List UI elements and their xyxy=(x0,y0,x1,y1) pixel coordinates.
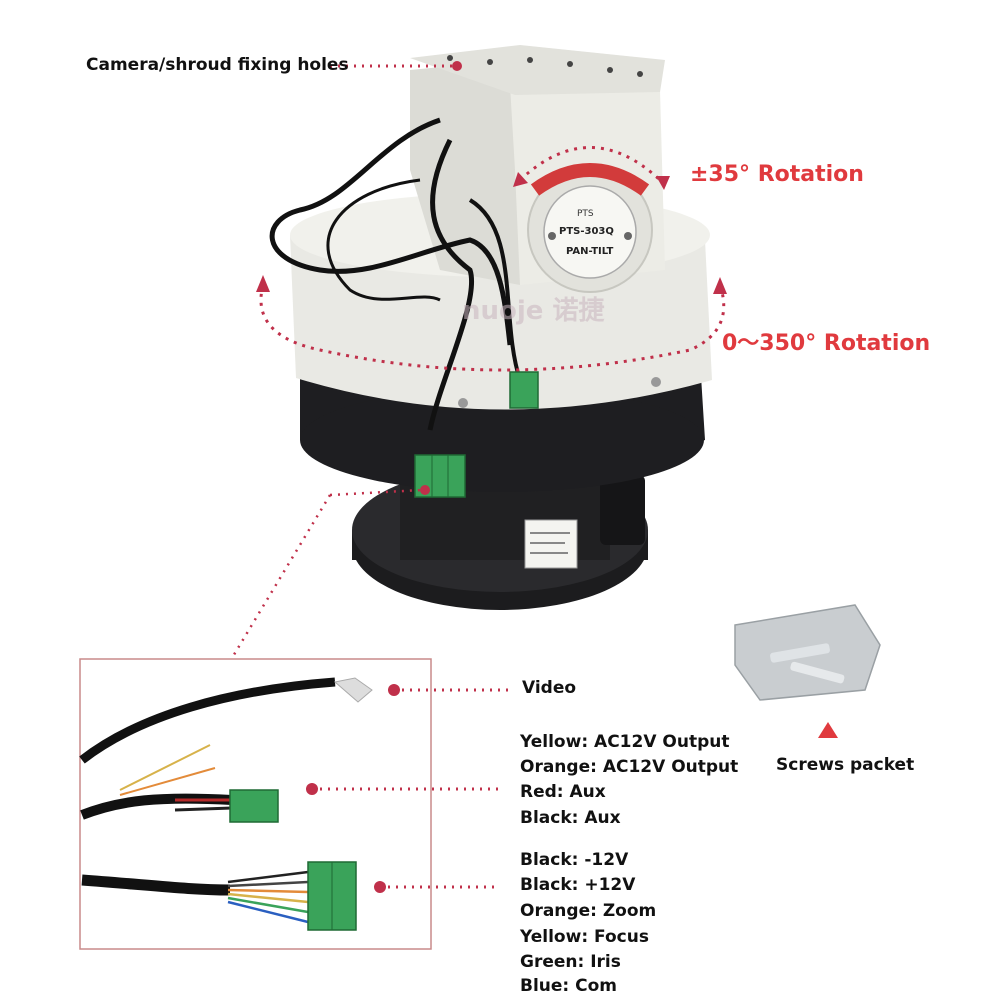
screws-packet-label: Screws packet xyxy=(776,755,915,775)
aux-wire-item: Black: Aux xyxy=(520,808,621,828)
video-label: Video xyxy=(522,678,577,698)
aux-wire-item: Orange: AC12V Output xyxy=(520,757,739,777)
control-cable xyxy=(81,874,231,896)
pan-rotation-arc xyxy=(259,284,726,372)
fixing-holes-label: Camera/shroud fixing holes xyxy=(86,55,349,75)
control-wire-item: Green: Iris xyxy=(520,952,621,972)
aux-terminal xyxy=(509,371,539,409)
control-wire-item: Black: +12V xyxy=(520,875,636,895)
pan-rotation-label: 0～350° Rotation xyxy=(722,331,931,356)
inset-aux-terminal xyxy=(229,789,279,823)
video-cable xyxy=(79,677,336,764)
control-wire-item: Orange: Zoom xyxy=(520,901,657,921)
tilt-rotation-label: ±35° Rotation xyxy=(690,162,864,187)
aux-wire-item: Yellow: AC12V Output xyxy=(520,732,730,752)
screws-pointer-triangle xyxy=(818,722,838,738)
nameplate-type: PAN-TILT xyxy=(566,246,614,257)
nameplate xyxy=(543,185,637,279)
tilt-rotation-arc xyxy=(518,146,662,182)
control-wire-item: Yellow: Focus xyxy=(520,927,649,947)
control-wire-item: Black: -12V xyxy=(520,850,629,870)
nameplate-brand: PTS xyxy=(577,209,594,219)
cable-bundle xyxy=(269,117,513,346)
control-wire-item: Blue: Com xyxy=(520,976,618,996)
nameplate-model: PTS-303Q xyxy=(559,226,614,237)
aux-wire-item: Red: Aux xyxy=(520,782,606,802)
watermark: nuoje 诺捷 xyxy=(462,296,605,326)
top-plate xyxy=(410,45,665,95)
control-terminal xyxy=(414,454,466,498)
